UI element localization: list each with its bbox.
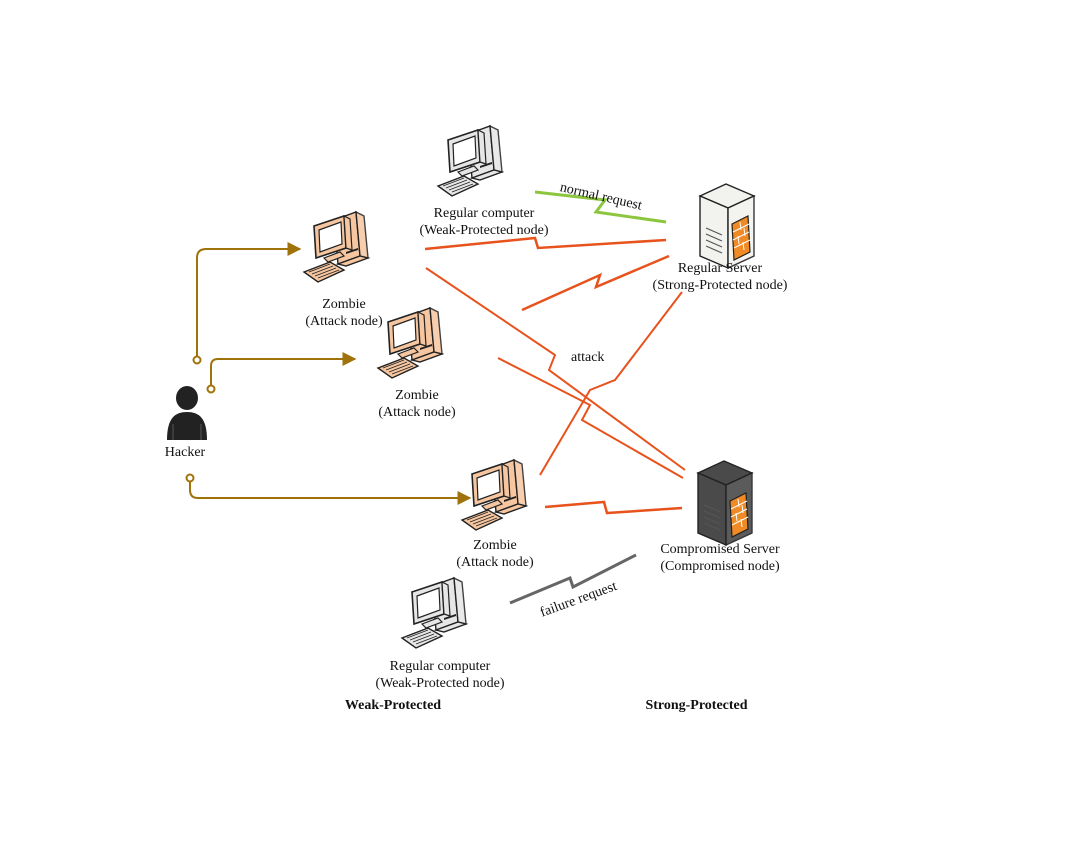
zombie-3-label: Zombie (Attack node)	[456, 538, 534, 570]
desktop-computer-icon	[401, 577, 467, 649]
desktop-computer-icon	[437, 125, 503, 197]
strong-protected-zone-label: Strong-Protected	[645, 698, 748, 713]
regular-computer-bottom-label: Regular computer (Weak-Protected node)	[375, 659, 505, 691]
normal-request-line	[534, 190, 667, 224]
weak-protected-zone-label: Weak-Protected	[344, 698, 442, 713]
compromised-server-icon	[697, 460, 753, 546]
attack-lines	[424, 236, 686, 515]
zombie-2-label: Zombie (Attack node)	[378, 388, 456, 420]
zombie-computer-icon	[461, 459, 527, 531]
attack-label: attack	[571, 350, 605, 365]
regular-computer-top-label: Regular computer (Weak-Protected node)	[419, 206, 549, 238]
server-firewall-icon	[699, 183, 755, 269]
failure-request-line	[509, 553, 637, 605]
regular-server-label: Regular Server (Strong-Protected node)	[652, 261, 788, 293]
control-arrows	[185, 242, 472, 505]
hacker-label: Hacker	[164, 445, 206, 460]
zombie-computer-icon	[303, 211, 369, 283]
zombie-1-label: Zombie (Attack node)	[305, 297, 383, 329]
person-icon	[166, 385, 208, 441]
compromised-server-label: Compromised Server (Compromised node)	[660, 542, 780, 574]
